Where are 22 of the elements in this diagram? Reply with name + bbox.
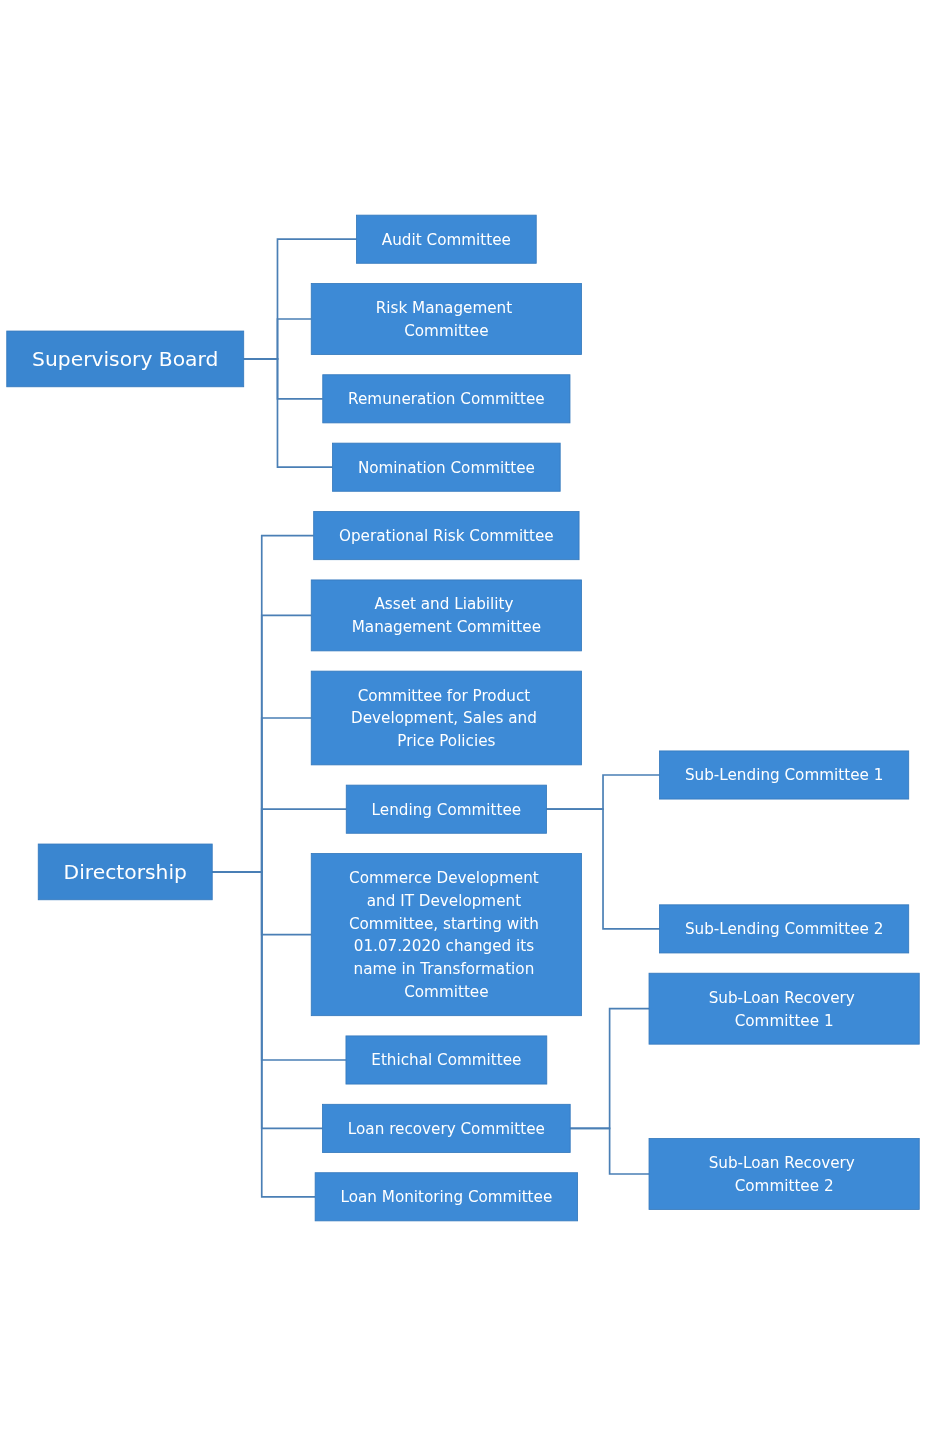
node-box: Risk Management Committee — [310, 283, 582, 355]
connector — [211, 871, 316, 1198]
node-box: Supervisory Board — [6, 330, 245, 388]
node-box: Commerce Development and IT Development Committee, starting with 01.07.2020 changed its name in Transformation Committee — [310, 853, 582, 1017]
connector — [545, 808, 661, 930]
node-box: Committee for Product Development, Sales and Price Policies — [310, 670, 582, 766]
node-box: Audit Committee — [356, 214, 537, 264]
node-box: Nomination Committee — [332, 442, 561, 492]
node-box: Sub-Loan Recovery Committee 1 — [648, 972, 920, 1045]
node-box: Asset and Liability Management Committee — [310, 579, 582, 652]
node-box: Operational Risk Committee — [313, 511, 580, 561]
node-box: Remuneration Committee — [322, 374, 571, 424]
node-box: Loan recovery Committee — [322, 1103, 571, 1153]
node-box: Ethichal Committee — [345, 1035, 548, 1085]
node-box: Sub-Lending Committee 2 — [659, 904, 910, 954]
node-box: Lending Committee — [345, 784, 547, 834]
node-box: Loan Monitoring Committee — [314, 1172, 578, 1222]
node-box: Sub-Lending Committee 1 — [659, 750, 910, 800]
node-box: Sub-Loan Recovery Committee 2 — [648, 1138, 920, 1210]
connector — [242, 358, 334, 469]
connector — [569, 1127, 650, 1175]
node-box: Directorship — [37, 843, 213, 901]
